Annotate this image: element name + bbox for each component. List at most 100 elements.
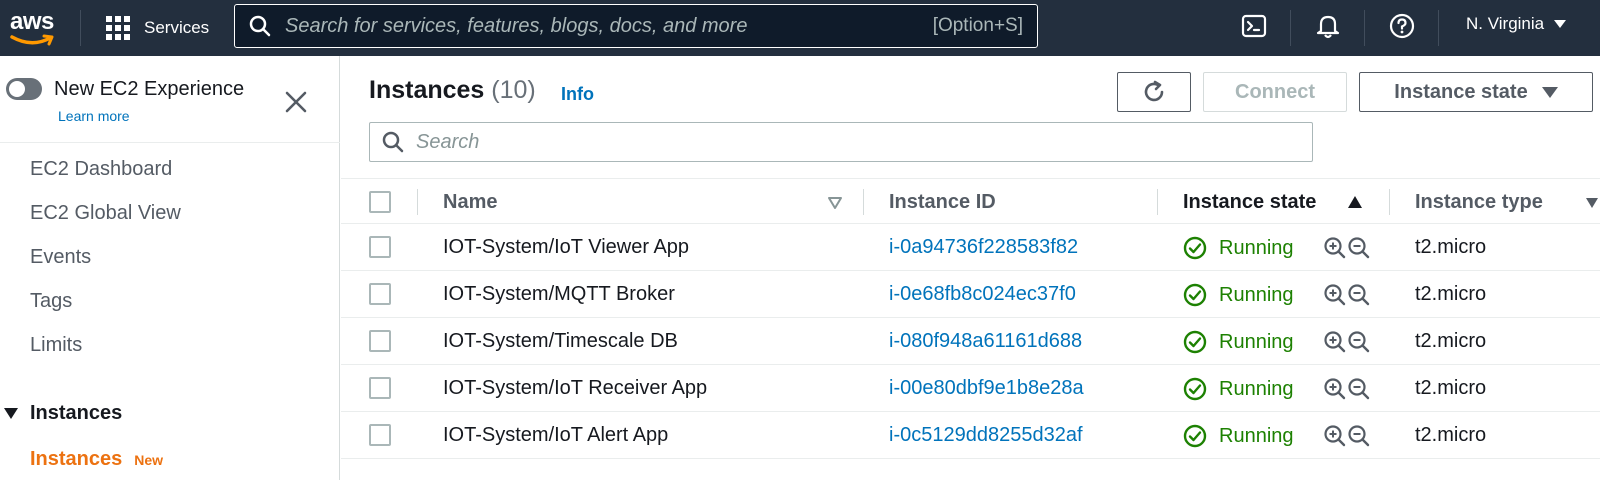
- sidebar-item-label: Instances: [30, 448, 123, 470]
- instance-state: Running: [1183, 283, 1294, 307]
- info-link[interactable]: Info: [561, 84, 594, 104]
- sidebar-item-limits[interactable]: Limits: [30, 334, 83, 356]
- status-running-icon: [1183, 236, 1207, 260]
- refresh-icon: [1144, 80, 1164, 102]
- instance-name: IOT-System/IoT Viewer App: [443, 236, 690, 258]
- sort-icon[interactable]: [827, 196, 843, 210]
- sidebar-item-instances[interactable]: Instances New: [30, 448, 163, 471]
- cloudshell-icon[interactable]: [1240, 12, 1268, 40]
- aws-logo[interactable]: aws: [8, 8, 62, 48]
- row-checkbox[interactable]: [369, 283, 391, 305]
- top-navigation-bar: aws Services Search for services, featur…: [0, 0, 1600, 56]
- column-divider: [1157, 189, 1158, 215]
- region-selector[interactable]: N. Virginia: [1466, 14, 1567, 34]
- column-header-name[interactable]: Name: [443, 191, 498, 213]
- select-all-checkbox[interactable]: [369, 191, 391, 213]
- column-header-instance-id[interactable]: Instance ID: [889, 191, 996, 213]
- instance-id-link[interactable]: i-080f948a61161d688: [889, 330, 1083, 352]
- column-header-instance-type[interactable]: Instance type: [1415, 191, 1543, 213]
- table-row[interactable]: IOT-System/Timescale DB i-080f948a61161d…: [341, 318, 1600, 365]
- row-checkbox[interactable]: [369, 424, 391, 446]
- instance-type: t2.micro: [1415, 377, 1487, 399]
- row-checkbox[interactable]: [369, 377, 391, 399]
- sidebar-section-instances[interactable]: Instances: [0, 402, 122, 425]
- region-label: N. Virginia: [1466, 14, 1545, 33]
- topbar-divider: [1364, 10, 1365, 46]
- sidebar-divider: [0, 142, 340, 143]
- zoom-controls: [1323, 236, 1371, 260]
- sidebar-item-ec2-dashboard[interactable]: EC2 Dashboard: [30, 158, 173, 180]
- zoom-out-icon[interactable]: [1347, 377, 1371, 401]
- instance-type: t2.micro: [1415, 283, 1487, 305]
- caret-down-icon: [1541, 86, 1558, 98]
- connect-button[interactable]: Connect: [1203, 72, 1347, 112]
- instance-search-input[interactable]: Search: [369, 122, 1313, 162]
- instance-type: t2.micro: [1415, 236, 1487, 258]
- bell-icon[interactable]: [1314, 12, 1342, 40]
- sort-ascending-icon[interactable]: [1347, 195, 1363, 209]
- instance-state-dropdown-label: Instance state: [1394, 80, 1528, 103]
- sidebar: New EC2 Experience Learn more EC2 Dashbo…: [0, 56, 340, 480]
- help-icon[interactable]: [1388, 12, 1416, 40]
- column-divider: [417, 189, 418, 215]
- zoom-out-icon[interactable]: [1347, 424, 1371, 448]
- chevron-down-icon: [1554, 20, 1567, 28]
- instance-state: Running: [1183, 424, 1294, 448]
- status-running-icon: [1183, 330, 1207, 354]
- instance-state: Running: [1183, 377, 1294, 401]
- table-row[interactable]: IOT-System/IoT Receiver App i-00e80dbf9e…: [341, 365, 1600, 412]
- status-running-icon: [1183, 424, 1207, 448]
- instance-state-label: Running: [1219, 330, 1294, 353]
- zoom-controls: [1323, 377, 1371, 401]
- search-icon: [382, 131, 404, 153]
- new-badge: New: [134, 452, 164, 468]
- services-menu-button[interactable]: Services: [106, 12, 209, 44]
- zoom-in-icon[interactable]: [1323, 424, 1347, 448]
- zoom-in-icon[interactable]: [1323, 377, 1347, 401]
- zoom-out-icon[interactable]: [1347, 236, 1371, 260]
- instance-state-label: Running: [1219, 236, 1294, 259]
- aws-smile-icon: [10, 34, 54, 46]
- zoom-out-icon[interactable]: [1347, 330, 1371, 354]
- page-title-text: Instances: [369, 76, 485, 104]
- instance-state-label: Running: [1219, 283, 1294, 306]
- close-icon[interactable]: [284, 90, 308, 114]
- global-search-input[interactable]: Search for services, features, blogs, do…: [234, 4, 1038, 48]
- instance-state-label: Running: [1219, 377, 1294, 400]
- new-experience-toggle[interactable]: [6, 78, 42, 100]
- zoom-controls: [1323, 283, 1371, 307]
- instance-id-link[interactable]: i-0a94736f228583f82: [889, 236, 1079, 258]
- table-row[interactable]: IOT-System/IoT Alert App i-0c5129dd8255d…: [341, 412, 1600, 459]
- zoom-out-icon[interactable]: [1347, 283, 1371, 307]
- instance-id-link[interactable]: i-0e68fb8c024ec37f0: [889, 283, 1076, 305]
- instance-name: IOT-System/Timescale DB: [443, 330, 678, 352]
- aws-logo-text: aws: [10, 8, 54, 35]
- topbar-divider: [1438, 10, 1439, 46]
- zoom-controls: [1323, 330, 1371, 354]
- status-running-icon: [1183, 283, 1207, 307]
- sidebar-item-tags[interactable]: Tags: [30, 290, 73, 312]
- table-header: Name Instance ID Instance state Instance…: [341, 178, 1600, 224]
- row-checkbox[interactable]: [369, 236, 391, 258]
- table-row[interactable]: IOT-System/MQTT Broker i-0e68fb8c024ec37…: [341, 271, 1600, 318]
- learn-more-link[interactable]: Learn more: [58, 108, 130, 124]
- main-content: Instances (10) Info Connect Instance sta…: [341, 56, 1600, 480]
- instance-state-dropdown[interactable]: Instance state: [1359, 72, 1593, 112]
- instance-name: IOT-System/MQTT Broker: [443, 283, 675, 305]
- table-row[interactable]: IOT-System/IoT Viewer App i-0a94736f2285…: [341, 224, 1600, 271]
- column-header-instance-state[interactable]: Instance state: [1183, 191, 1317, 213]
- global-search-placeholder: Search for services, features, blogs, do…: [285, 14, 748, 37]
- zoom-in-icon[interactable]: [1323, 283, 1347, 307]
- zoom-in-icon[interactable]: [1323, 330, 1347, 354]
- row-checkbox[interactable]: [369, 330, 391, 352]
- instance-id-link[interactable]: i-00e80dbf9e1b8e28a: [889, 377, 1084, 399]
- zoom-in-icon[interactable]: [1323, 236, 1347, 260]
- refresh-button[interactable]: [1117, 72, 1191, 112]
- sidebar-item-events[interactable]: Events: [30, 246, 92, 268]
- zoom-controls: [1323, 424, 1371, 448]
- instance-id-link[interactable]: i-0c5129dd8255d32af: [889, 424, 1083, 446]
- sidebar-section-label: Instances: [30, 402, 123, 424]
- services-label: Services: [144, 18, 210, 37]
- sidebar-item-ec2-global-view[interactable]: EC2 Global View: [30, 202, 181, 224]
- sort-icon[interactable]: [1585, 197, 1599, 209]
